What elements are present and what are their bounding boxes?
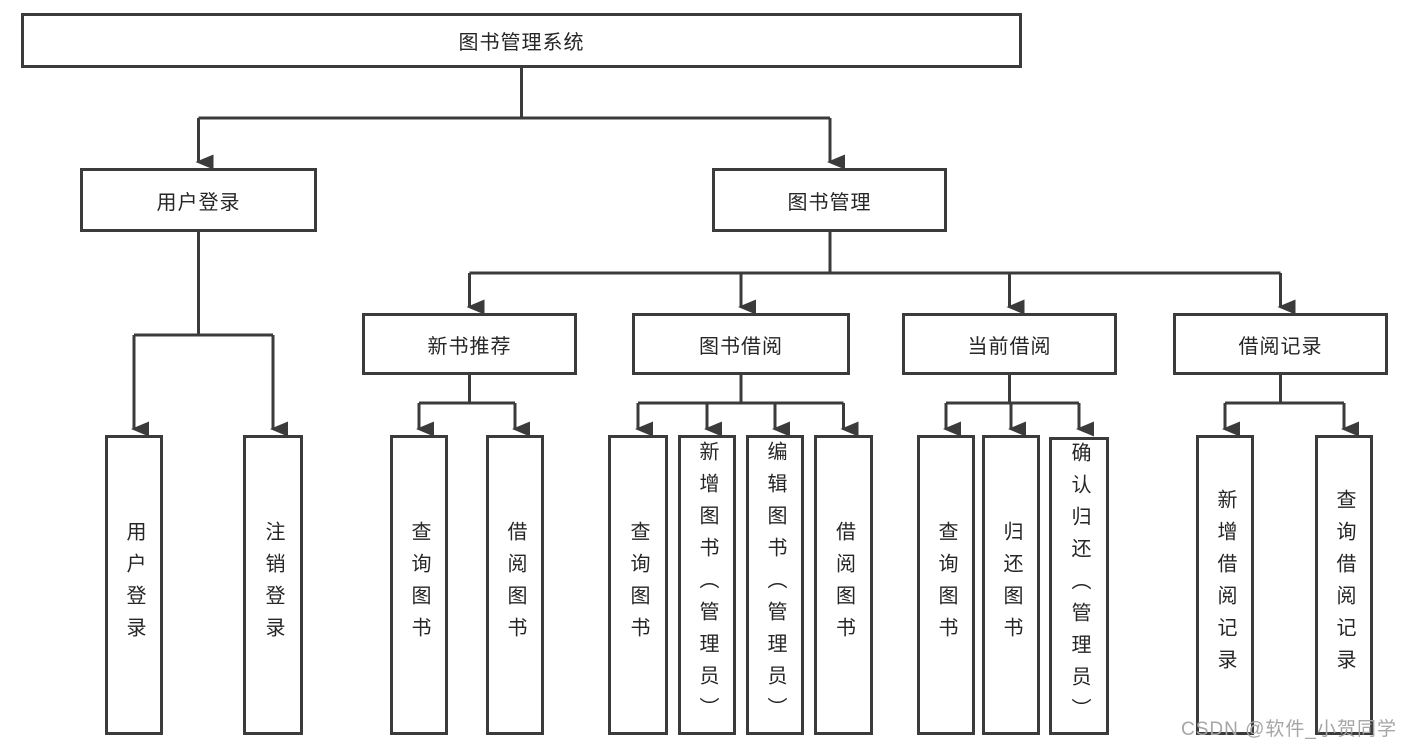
node-book-management-branch: 图书管理	[712, 168, 947, 232]
node-label: 用户登录	[156, 191, 241, 214]
node-leaf-confirm-return-admin: 确认归还（管理员）	[1049, 437, 1109, 735]
node-label: 图书管理	[787, 191, 872, 214]
node-leaf-add-books-admin: 新增图书（管理员）	[678, 435, 736, 735]
connector-root-to-level2	[195, 68, 845, 170]
connector-book-borrow-to-leaves	[635, 375, 859, 437]
node-label: 当前借阅	[967, 335, 1052, 358]
node-label: 新增图书（管理员）	[696, 441, 718, 729]
node-leaf-edit-books-admin: 编辑图书（管理员）	[746, 435, 804, 735]
node-label: 查询图书	[408, 521, 430, 649]
connector-borrow-records-to-leaves	[1222, 375, 1359, 437]
node-label: 新增借阅记录	[1214, 489, 1236, 681]
node-book-borrow: 图书借阅	[632, 313, 850, 375]
node-label: 借阅图书	[832, 521, 855, 649]
node-leaf-borrow-books-2: 借阅图书	[814, 435, 873, 735]
node-leaf-add-borrow-record: 新增借阅记录	[1196, 435, 1254, 735]
node-label: 借阅图书	[504, 521, 526, 649]
connector-new-book-to-leaves	[416, 375, 530, 437]
node-label: 归还图书	[1000, 521, 1022, 649]
node-borrow-records: 借阅记录	[1173, 313, 1388, 375]
node-label: 新书推荐	[427, 335, 512, 358]
node-label: 查询图书	[627, 521, 649, 649]
node-label: 借阅记录	[1238, 335, 1323, 358]
node-label: 图书管理系统	[458, 32, 585, 54]
node-leaf-logout: 注销登录	[243, 435, 303, 735]
node-label: 用户登录	[123, 521, 145, 649]
node-label: 编辑图书（管理员）	[764, 441, 786, 729]
node-label: 注销登录	[262, 521, 284, 649]
connector-book-mgmt-to-level3	[466, 232, 1296, 315]
node-leaf-borrow-books-1: 借阅图书	[486, 435, 544, 735]
node-label: 查询图书	[935, 521, 957, 649]
node-leaf-query-books-1: 查询图书	[390, 435, 448, 735]
node-current-borrow: 当前借阅	[902, 313, 1117, 375]
connector-current-borrow-to-leaves	[943, 375, 1094, 437]
node-new-book-recommend: 新书推荐	[362, 313, 577, 375]
node-leaf-query-borrow-record: 查询借阅记录	[1315, 435, 1373, 735]
node-leaf-query-books-3: 查询图书	[917, 435, 975, 735]
node-leaf-query-books-2: 查询图书	[608, 435, 668, 735]
node-leaf-return-books: 归还图书	[982, 435, 1040, 735]
node-label: 图书借阅	[699, 335, 783, 358]
node-user-login-branch: 用户登录	[80, 168, 317, 232]
node-root-library-system: 图书管理系统	[21, 13, 1022, 68]
connector-user-login-to-leaves	[131, 232, 288, 437]
node-leaf-user-login: 用户登录	[105, 435, 163, 735]
csdn-watermark: CSDN @软件_小贺同学	[1181, 719, 1397, 740]
node-label: 确认归还（管理员）	[1068, 442, 1090, 730]
node-label: 查询借阅记录	[1333, 489, 1355, 681]
